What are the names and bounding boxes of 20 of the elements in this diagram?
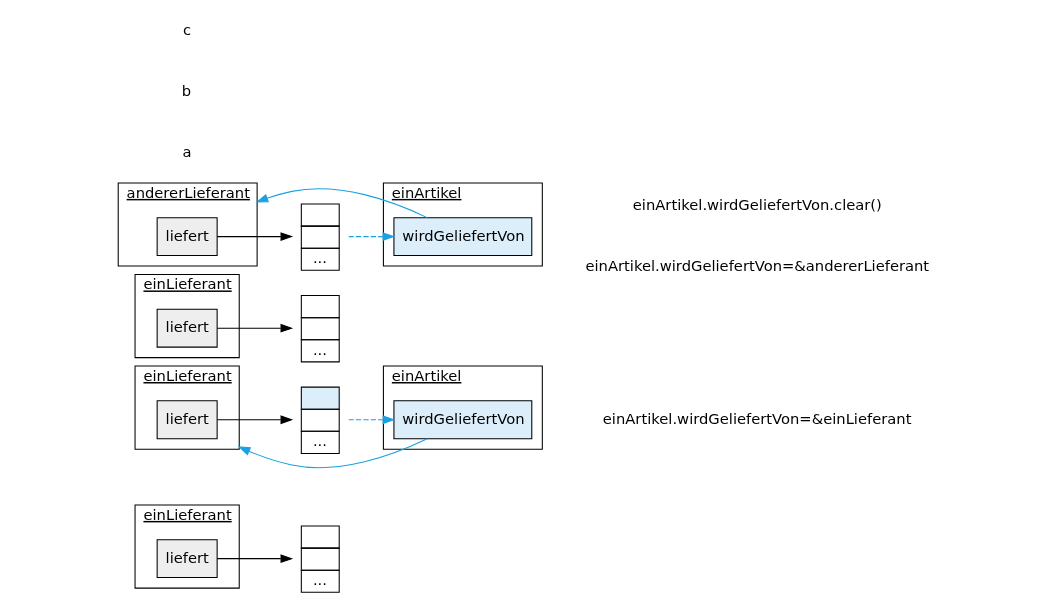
node-box: liefert	[156, 217, 218, 257]
node-box: liefert	[156, 308, 218, 348]
label: c	[182, 21, 191, 39]
arrow	[216, 415, 293, 425]
node-box: wirdGeliefertVon	[392, 400, 532, 440]
label: einArtikel.wirdGeliefertVon.clear()	[632, 196, 882, 213]
label: einArtikel.wirdGeliefertVon=&andererLieferant	[584, 257, 929, 275]
node-box: liefert	[156, 539, 218, 579]
arrow	[255, 188, 428, 219]
label: b	[181, 82, 191, 100]
arrow	[237, 438, 428, 469]
arrow	[216, 554, 293, 564]
node-box: liefert	[156, 400, 218, 440]
arrow	[347, 232, 395, 242]
arrow	[216, 232, 293, 242]
arrow	[347, 415, 395, 425]
node-box: wirdGeliefertVon	[392, 217, 532, 257]
arrow	[216, 323, 293, 333]
label: a	[181, 143, 191, 161]
label: einArtikel.wirdGeliefertVon=&einLieferant	[602, 409, 911, 427]
